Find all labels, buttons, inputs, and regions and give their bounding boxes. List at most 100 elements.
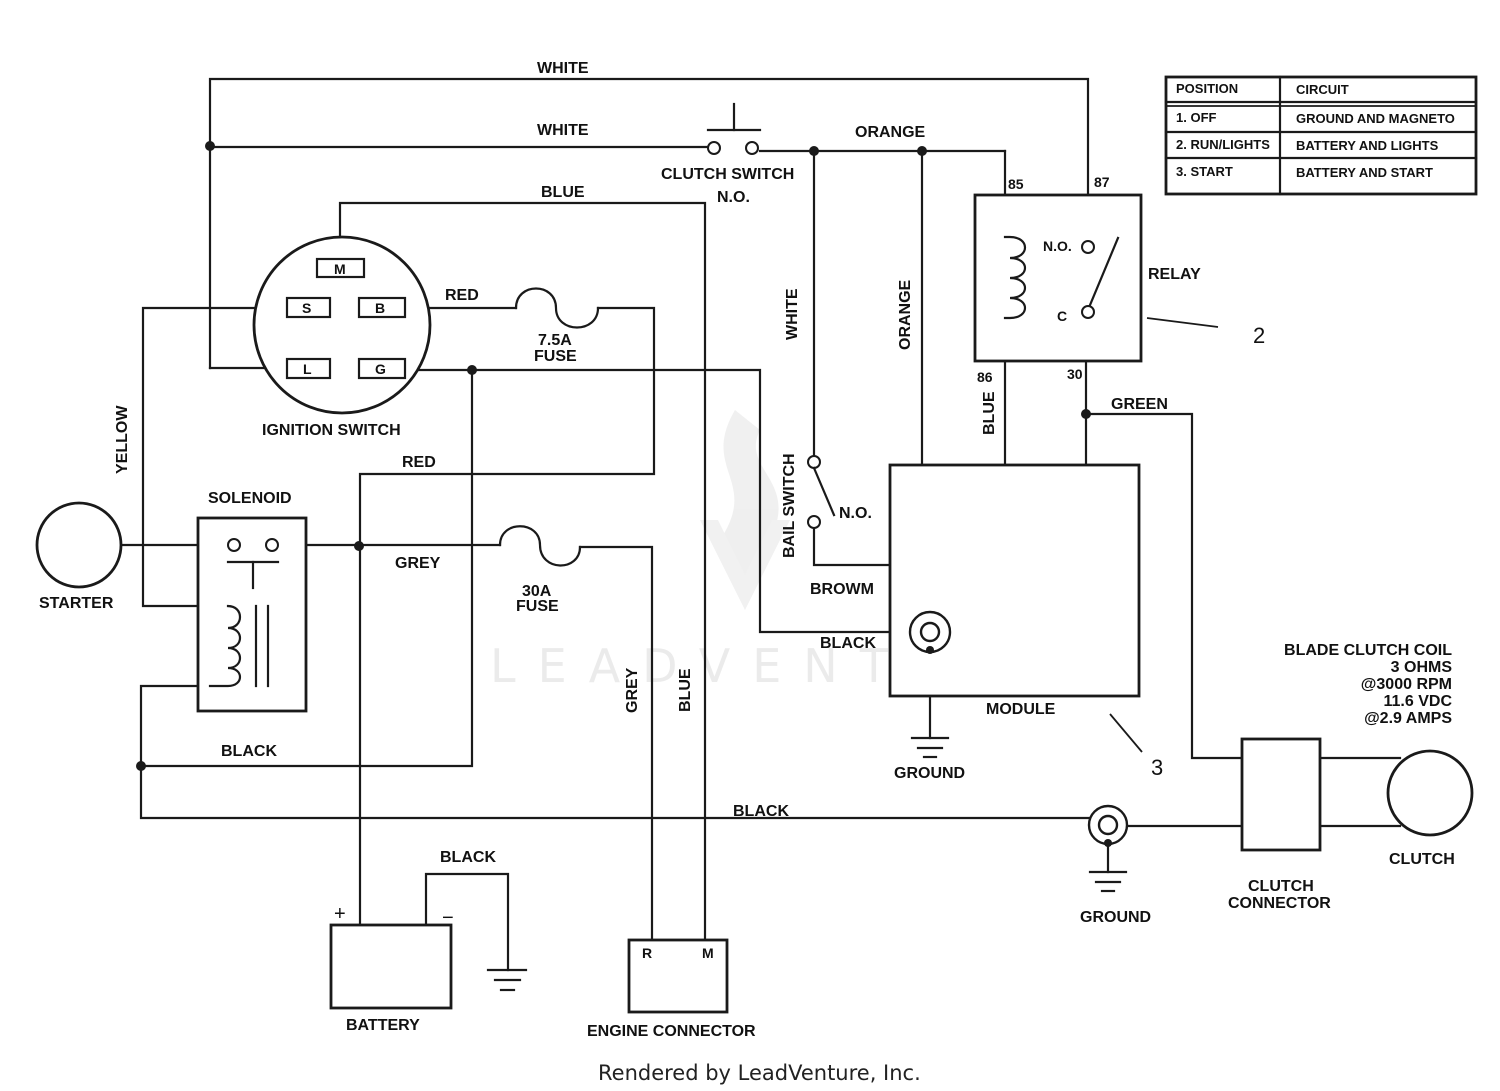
label-callout-3: 3 <box>1151 755 1163 780</box>
clutch-symbol <box>1386 749 1474 837</box>
label-ec-m: M <box>702 945 714 961</box>
label-clutch: CLUTCH <box>1389 851 1455 868</box>
label-white-top: WHITE <box>537 60 589 77</box>
label-orange-top: ORANGE <box>855 124 926 141</box>
label-plus: + <box>334 903 346 925</box>
label-relay: RELAY <box>1148 266 1201 283</box>
battery <box>329 923 453 1010</box>
table-cell: 2. RUN/LIGHTS <box>1176 137 1270 152</box>
label-black-module: BLACK <box>820 635 876 652</box>
junction-dots <box>136 141 1091 771</box>
label-ign-l: L <box>303 361 312 377</box>
wire-ign-g <box>403 368 920 634</box>
label-fuse2-a: 30A <box>522 583 552 600</box>
label-ground-bottom: GROUND <box>1080 909 1151 926</box>
module <box>888 463 1141 698</box>
bail-switch <box>807 455 836 529</box>
label-grey-mid: GREY <box>395 555 441 572</box>
ignition-switch <box>252 235 432 415</box>
label-ign-s: S <box>302 300 311 316</box>
bottom-ground-icon <box>1088 870 1128 893</box>
label-clutch-connector-a: CLUTCH <box>1248 878 1314 895</box>
watermark-v-icon <box>700 520 790 610</box>
wires <box>120 77 1402 972</box>
label-bail-switch: BAIL SWITCH <box>781 453 798 558</box>
clutch-switch <box>706 102 762 155</box>
label-fuse1-a: 7.5A <box>538 332 572 349</box>
label-coil-2: @3000 RPM <box>1361 676 1452 693</box>
label-orange-vertical: ORANGE <box>897 279 914 350</box>
label-module: MODULE <box>986 701 1056 718</box>
wire-black-battery <box>424 872 510 972</box>
junction <box>354 541 364 551</box>
relay <box>973 193 1143 363</box>
label-blue-relay: BLUE <box>981 391 998 435</box>
label-fuse1-b: FUSE <box>534 348 577 365</box>
label-bail-no: N.O. <box>839 505 872 522</box>
wire-green <box>1084 412 1244 760</box>
label-pin85: 85 <box>1008 176 1024 192</box>
label-grey-vertical: GREY <box>624 667 641 713</box>
label-brown: BROWM <box>810 581 874 598</box>
wire-black-left-up <box>139 368 474 768</box>
clutch-connector <box>1240 737 1322 852</box>
label-coil-3: 11.6 VDC <box>1384 693 1453 710</box>
table-cell: 3. START <box>1176 164 1233 179</box>
label-ground-module: GROUND <box>894 765 965 782</box>
wire-white-top <box>208 77 1090 370</box>
label-yellow: YELLOW <box>114 405 131 474</box>
table-header-position: POSITION <box>1176 81 1238 96</box>
label-ign-m: M <box>334 261 346 277</box>
label-blue-top: BLUE <box>541 184 585 201</box>
junction <box>917 146 927 156</box>
label-callout-2: 2 <box>1253 323 1265 348</box>
labels: WHITE WHITE ORANGE CLUTCH SWITCH N.O. BL… <box>39 60 1455 1040</box>
position-table: POSITION CIRCUIT 1. OFF GROUND AND MAGNE… <box>1164 75 1478 196</box>
label-green: GREEN <box>1111 396 1168 413</box>
wire-black-solenoid <box>139 684 1094 820</box>
label-solenoid: SOLENOID <box>208 490 292 507</box>
label-black-left: BLACK <box>221 743 277 760</box>
battery-ground-icon <box>486 968 528 992</box>
label-ec-r: R <box>642 945 652 961</box>
wire-grey-vertical <box>578 545 654 942</box>
label-clutch-switch: CLUTCH SWITCH <box>661 166 794 183</box>
label-white-mid: WHITE <box>537 122 589 139</box>
wire-red-fuse-out <box>358 306 656 927</box>
label-blue-vertical: BLUE <box>677 668 694 712</box>
label-starter: STARTER <box>39 595 114 612</box>
junction <box>809 146 819 156</box>
callout-3-leader <box>1109 713 1143 753</box>
table-cell: GROUND AND MAGNETO <box>1296 111 1455 126</box>
solenoid <box>196 516 308 713</box>
wire-blue-top <box>338 201 707 942</box>
label-relay-no: N.O. <box>1043 238 1072 254</box>
label-red-mid: RED <box>402 454 436 471</box>
label-battery: BATTERY <box>346 1017 420 1034</box>
ground-terminal <box>1087 804 1129 847</box>
label-white-vertical: WHITE <box>784 288 801 340</box>
table-cell: 1. OFF <box>1176 110 1217 125</box>
label-clutch-switch-no: N.O. <box>717 189 750 206</box>
fuse-30a-symbol <box>498 525 582 567</box>
label-engine-connector: ENGINE CONNECTOR <box>587 1023 756 1040</box>
engine-connector <box>627 938 729 1014</box>
label-pin87: 87 <box>1094 174 1110 190</box>
footer-credit: Rendered by LeadVenture, Inc. <box>598 1061 921 1085</box>
starter-symbol <box>35 501 123 589</box>
label-coil-0: BLADE CLUTCH COIL <box>1284 642 1452 659</box>
junction <box>1081 409 1091 419</box>
label-ign-g: G <box>375 361 386 377</box>
label-ign-b: B <box>375 300 385 316</box>
table-cell: BATTERY AND START <box>1296 165 1433 180</box>
label-red-b: RED <box>445 287 479 304</box>
callout-2-leader <box>1146 317 1219 328</box>
label-pin30: 30 <box>1067 366 1083 382</box>
label-black-battery: BLACK <box>440 849 496 866</box>
fuse-7-5a-symbol <box>514 287 600 329</box>
wire-yellow <box>141 306 290 608</box>
table-cell: BATTERY AND LIGHTS <box>1296 138 1439 153</box>
junction <box>136 761 146 771</box>
label-black-bottom: BLACK <box>733 803 789 820</box>
